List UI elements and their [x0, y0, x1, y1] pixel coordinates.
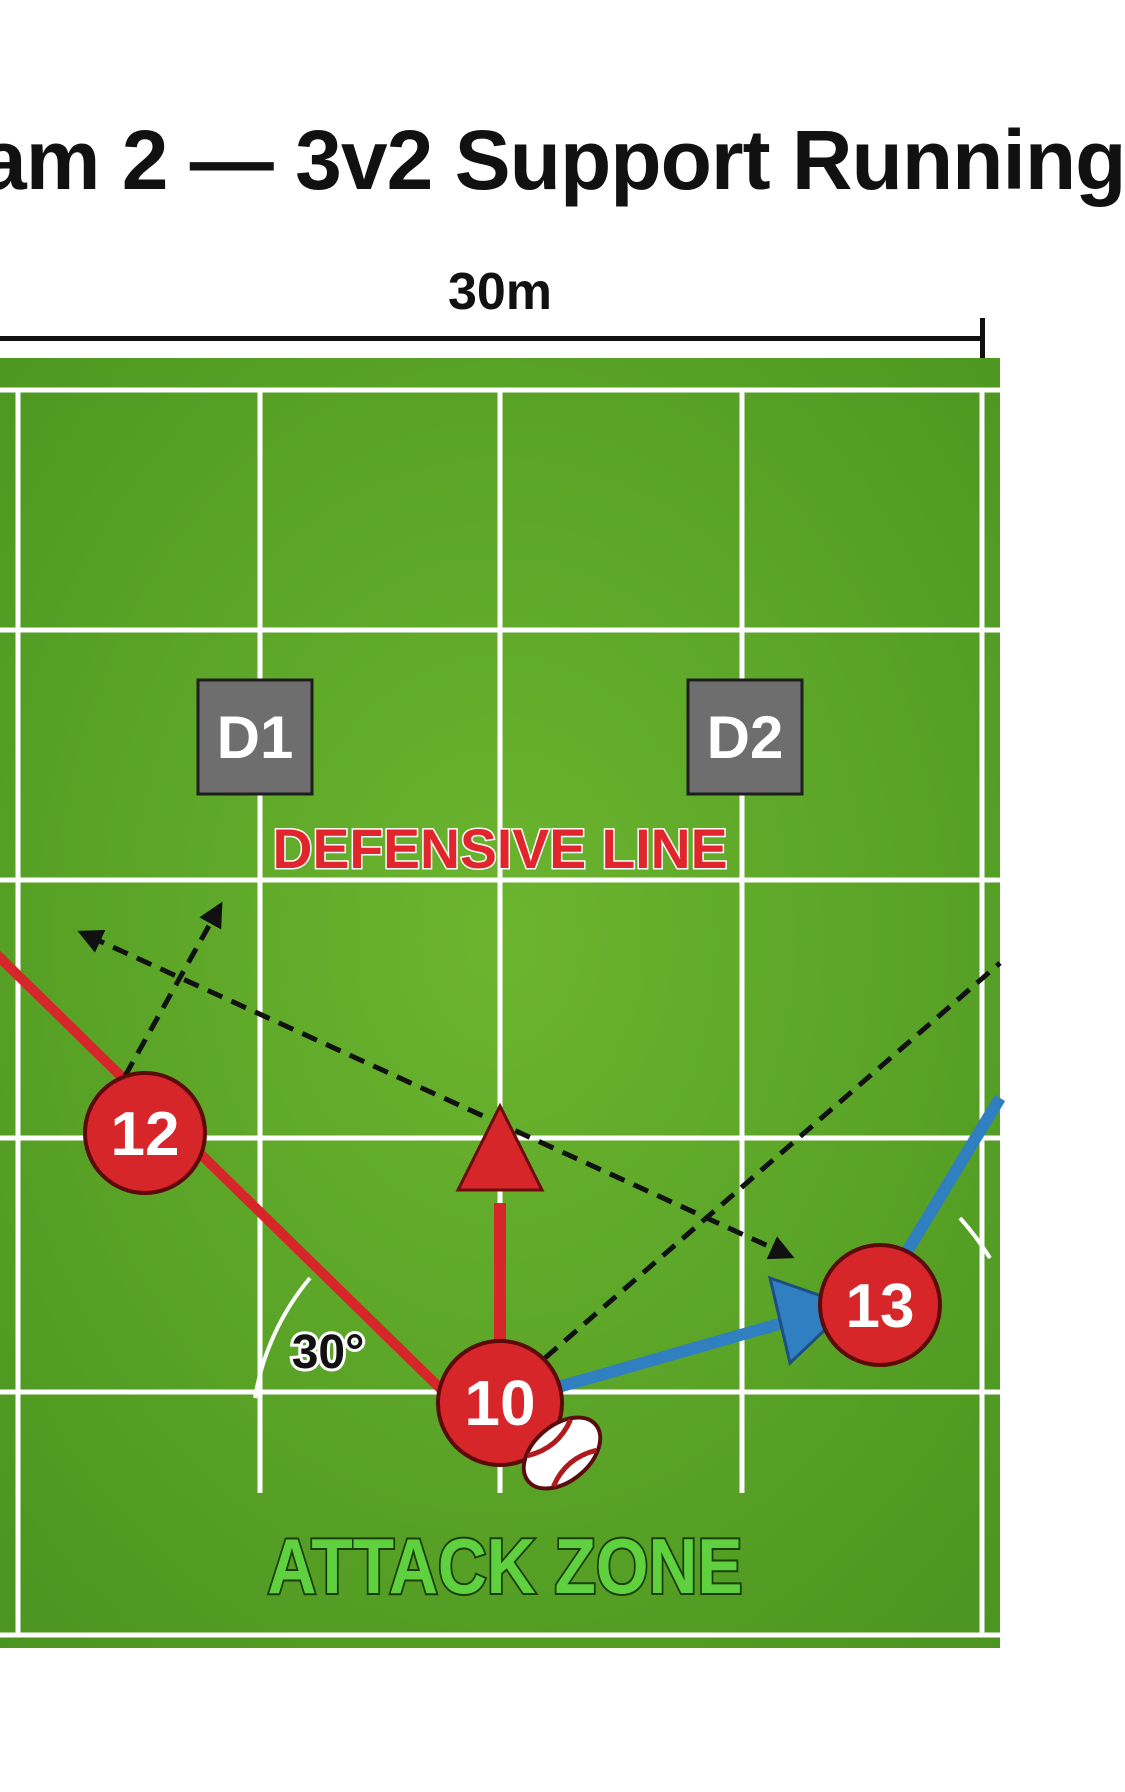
attack-zone-label: ATTACK ZONE: [268, 1522, 743, 1610]
player-13-circle: [818, 1243, 942, 1367]
run-arrowhead-10: [455, 1102, 545, 1192]
support-line-13: [894, 1094, 1006, 1267]
pitch-svg: D1 D2 DEFENSIVE LINE 12 13 10: [0, 358, 1006, 1648]
player-13: 13: [818, 1243, 942, 1367]
defensive-line-label: DEFENSIVE LINE: [273, 817, 728, 880]
diagram-title-text: am 2 — 3v2 Support Running: [0, 113, 1125, 207]
angle-label: 30°: [292, 1326, 365, 1379]
player-13-number: 13: [846, 1272, 915, 1341]
dashed-line-10-right: [543, 961, 1002, 1360]
player-10-number: 10: [464, 1367, 535, 1439]
defender-d1-box: [196, 678, 314, 796]
defender-d1: D1: [196, 678, 314, 796]
player-12-number: 12: [111, 1100, 180, 1169]
player-12: 12: [83, 1071, 207, 1195]
defender-d2: D2: [686, 678, 804, 796]
angle-arc-right: [958, 1216, 992, 1260]
diagram-title: am 2 — 3v2 Support Running: [0, 105, 1125, 215]
defender-d2-label: D2: [707, 704, 784, 771]
dashed-lines: [77, 901, 1002, 1360]
defender-d2-box: [686, 678, 804, 796]
pitch-width-measure-line: [0, 336, 985, 341]
player-10: 10: [436, 1339, 564, 1467]
angle-arc: [253, 1276, 312, 1399]
player-12-circle: [83, 1071, 207, 1195]
rugby-ball-icon: [521, 1415, 603, 1491]
player-10-circle: [436, 1339, 564, 1467]
defender-d1-label: D1: [217, 704, 294, 771]
pitch-width-measure-tick: [980, 318, 985, 358]
pitch-width-label: 30m: [447, 263, 553, 321]
pitch: D1 D2 DEFENSIVE LINE 12 13 10: [0, 358, 1006, 1648]
